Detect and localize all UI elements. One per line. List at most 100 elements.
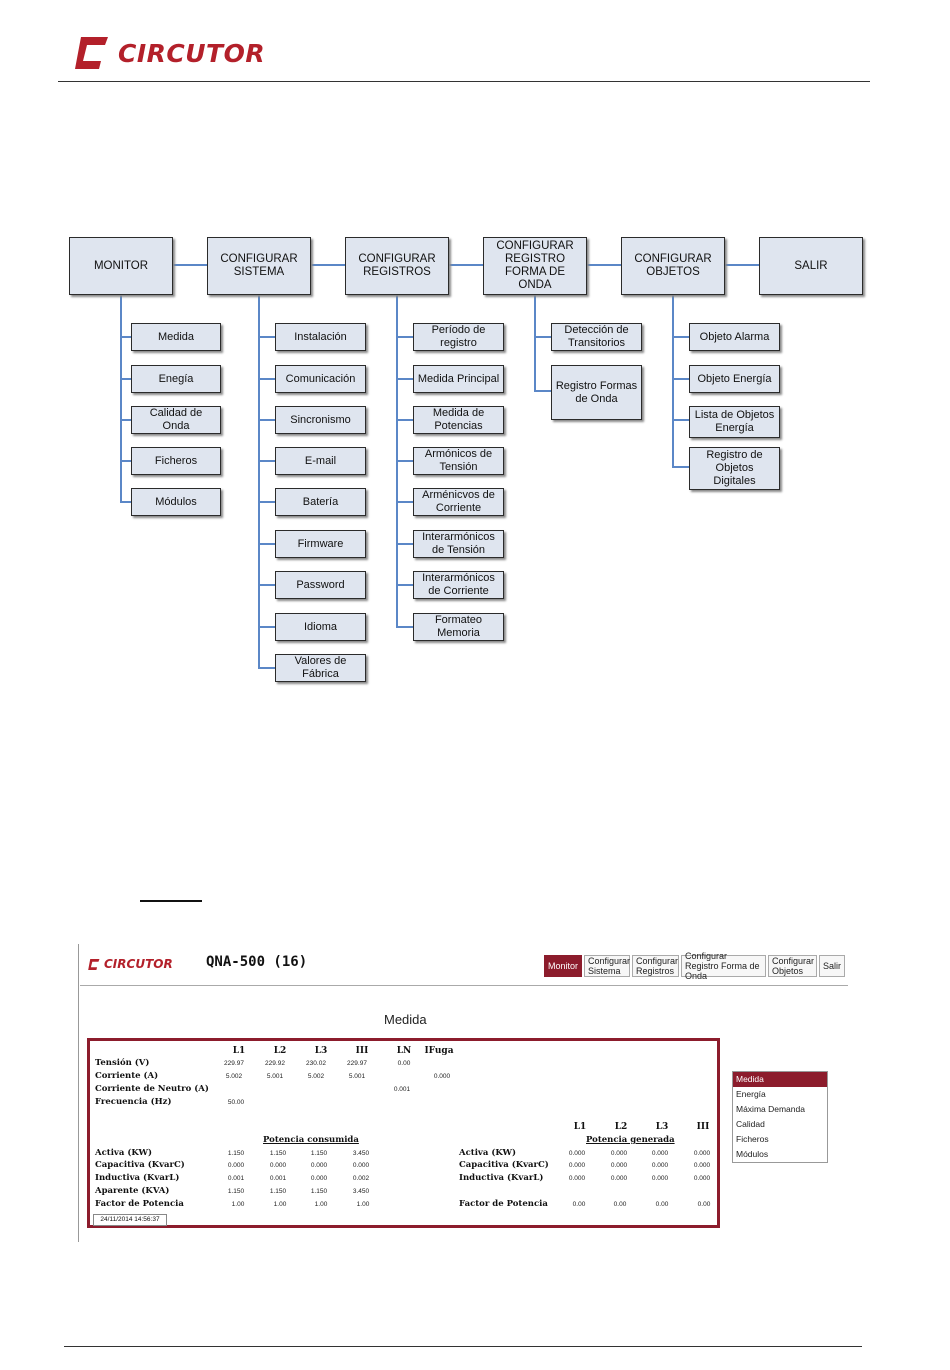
value: 229.97 xyxy=(347,1060,367,1067)
row-label: Activa (KW) xyxy=(95,1148,153,1158)
node-configurar-objetos: CONFIGURAR OBJETOS xyxy=(621,237,725,295)
menu-item-medida[interactable]: Medida xyxy=(733,1072,827,1087)
row-label: Capacitiva (KvarC) xyxy=(459,1160,549,1170)
connector xyxy=(258,419,276,421)
connector xyxy=(396,336,414,338)
consumed-power-heading: Potencia consumida xyxy=(263,1135,359,1145)
node-medida: Medida xyxy=(131,323,221,351)
connector xyxy=(120,460,132,462)
connector xyxy=(120,378,132,380)
value: 0.001 xyxy=(227,1175,245,1182)
connector xyxy=(724,264,760,266)
node-salir: SALIR xyxy=(759,237,863,295)
connector xyxy=(672,466,690,468)
value: 0.000 xyxy=(568,1175,586,1182)
connector xyxy=(258,584,276,586)
circutor-logo-icon xyxy=(88,958,100,970)
row-label: Corriente de Neutro (A) xyxy=(95,1084,209,1094)
value: 0.000 xyxy=(610,1175,628,1182)
connector xyxy=(120,294,122,502)
node-formateo-memoria: Formateo Memoria xyxy=(413,613,504,641)
node-objeto-alarma: Objeto Alarma xyxy=(689,323,780,351)
value: 0.000 xyxy=(227,1162,245,1169)
page-title: Medida xyxy=(384,1012,427,1027)
connector xyxy=(672,294,674,468)
node-sincronismo: Sincronismo xyxy=(275,406,366,434)
value: 0.00 xyxy=(613,1201,627,1208)
device-title: QNA-500 (16) xyxy=(206,954,308,970)
value: 1.150 xyxy=(310,1188,328,1195)
connector xyxy=(258,294,260,669)
app-header-rule xyxy=(80,985,848,986)
underlined-heading-mark xyxy=(140,900,202,902)
main-tabs: Monitor Configurar Sistema Configurar Re… xyxy=(544,951,846,981)
row-label: Inductiva (KvarL) xyxy=(95,1173,180,1183)
node-deteccion-transitorios: Detección de Transitorios xyxy=(551,323,642,351)
connector xyxy=(120,419,132,421)
value: 0.002 xyxy=(352,1175,370,1182)
col-header: III xyxy=(696,1122,710,1132)
tab-configurar-objetos[interactable]: Configurar Objetos xyxy=(768,955,818,977)
value: 0.001 xyxy=(393,1086,411,1093)
value: 1.00 xyxy=(356,1201,370,1208)
row-label: Factor de Potencia xyxy=(95,1199,184,1209)
node-objeto-energia: Objeto Energía xyxy=(689,365,780,393)
value: 5.002 xyxy=(225,1073,243,1080)
connector xyxy=(172,264,208,266)
value: 1.150 xyxy=(227,1188,245,1195)
value: 0.000 xyxy=(310,1175,328,1182)
value: 0.000 xyxy=(651,1162,669,1169)
value: 1.150 xyxy=(227,1150,245,1157)
tab-salir[interactable]: Salir xyxy=(819,955,846,977)
row-label: Activa (KW) xyxy=(459,1148,517,1158)
col-header: LN xyxy=(396,1046,412,1056)
row-label: Corriente (A) xyxy=(95,1071,159,1081)
connector xyxy=(120,336,132,338)
value: 3.450 xyxy=(352,1150,370,1157)
value: 3.450 xyxy=(352,1188,370,1195)
value: 0.000 xyxy=(651,1175,669,1182)
node-ficheros: Ficheros xyxy=(131,447,221,475)
value: 229.92 xyxy=(265,1060,285,1067)
generated-power-heading: Potencia generada xyxy=(586,1135,675,1145)
node-idioma: Idioma xyxy=(275,613,366,641)
tab-monitor[interactable]: Monitor xyxy=(544,955,583,977)
row-label: Aparente (KVA) xyxy=(95,1186,170,1196)
value: 5.002 xyxy=(307,1073,325,1080)
connector xyxy=(396,419,414,421)
value: 1.150 xyxy=(269,1150,287,1157)
tab-configurar-forma-onda[interactable]: Configurar Registro Forma de Onda xyxy=(681,951,767,981)
footer-rule xyxy=(64,1346,862,1347)
connector xyxy=(396,501,414,503)
menu-item-energia[interactable]: Energía xyxy=(736,1089,766,1099)
value: 229.97 xyxy=(224,1060,244,1067)
menu-item-ficheros[interactable]: Ficheros xyxy=(736,1134,769,1144)
row-label: Capacitiva (KvarC) xyxy=(95,1160,185,1170)
connector xyxy=(672,378,690,380)
value: 0.000 xyxy=(568,1150,586,1157)
tab-configurar-sistema[interactable]: Configurar Sistema xyxy=(584,955,630,977)
value: 5.001 xyxy=(266,1073,284,1080)
circutor-logo: CIRCUTOR xyxy=(72,34,265,72)
screenshot-border xyxy=(78,944,79,1242)
value: 5.001 xyxy=(348,1073,366,1080)
connector xyxy=(258,336,276,338)
node-energia: Enegía xyxy=(131,365,221,393)
connector xyxy=(310,264,346,266)
row-label: Tensión (V) xyxy=(95,1058,150,1068)
menu-item-modulos[interactable]: Módulos xyxy=(736,1149,769,1159)
measurement-panel xyxy=(87,1038,720,1228)
node-instalacion: Instalación xyxy=(275,323,366,351)
menu-item-maxima-demanda[interactable]: Máxima Demanda xyxy=(736,1104,805,1114)
row-label: Inductiva (KvarL) xyxy=(459,1173,544,1183)
connector xyxy=(672,336,690,338)
tab-configurar-registros[interactable]: Configurar Registros xyxy=(632,955,680,977)
connector xyxy=(396,543,414,545)
menu-item-calidad[interactable]: Calidad xyxy=(736,1119,765,1129)
circutor-logo-icon xyxy=(75,37,108,69)
value: 1.00 xyxy=(273,1201,287,1208)
value: 0.001 xyxy=(269,1175,287,1182)
node-configurar-sistema: CONFIGURAR SISTEMA xyxy=(207,237,311,295)
value: 1.00 xyxy=(314,1201,328,1208)
connector xyxy=(258,543,276,545)
